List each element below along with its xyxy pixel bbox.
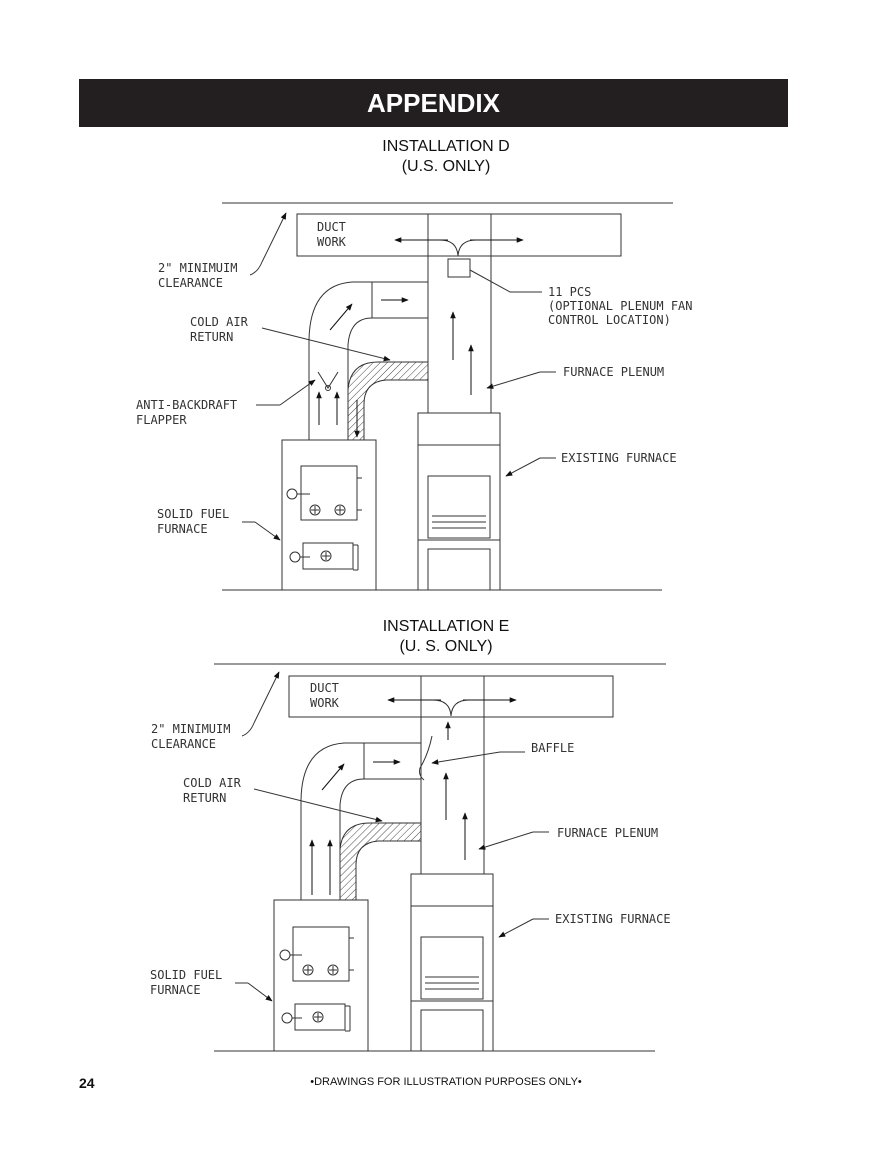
- furnace-plenum: [420, 676, 485, 874]
- installation-e-diagram: DUCT WORK 2" MINIMUIM CLEARANCE COLD AIR…: [150, 663, 671, 1052]
- solid-fuel-furnace: [273, 899, 369, 1052]
- installation-e-heading: INSTALLATION E: [382, 618, 510, 635]
- cold-air-label-2: RETURN: [183, 791, 226, 805]
- illustration-note: •DRAWINGS FOR ILLUSTRATION PURPOSES ONLY…: [310, 1076, 582, 1088]
- installation-d-subheading: (U.S. ONLY): [401, 158, 491, 175]
- pcs-label-2: (OPTIONAL PLENUM FAN: [548, 299, 693, 313]
- appendix-title: APPENDIX: [367, 88, 500, 118]
- clearance-label-2: CLEARANCE: [151, 737, 216, 751]
- clearance-label-1: 2" MINIMUIM: [151, 722, 230, 736]
- solid-fuel-label-1: SOLID FUEL: [150, 968, 222, 982]
- baffle-label: BAFFLE: [531, 741, 574, 755]
- cold-air-return-duct: [308, 281, 428, 440]
- cold-air-return-duct: [300, 742, 421, 900]
- split-flow-arrows: [439, 239, 477, 257]
- flapper-label-2: FLAPPER: [136, 413, 187, 427]
- installation-d-title: INSTALLATION D (U.S. ONLY): [0, 137, 892, 177]
- insulation-hatch: [347, 361, 429, 441]
- appendix-banner: APPENDIX: [79, 79, 788, 127]
- duct-work-label-1: DUCT: [310, 681, 339, 695]
- existing-furnace-label: EXISTING FURNACE: [561, 451, 677, 465]
- split-flow-arrows: [432, 699, 470, 717]
- pcs-label-1: 11 PCS: [548, 285, 591, 299]
- installation-e-title: INSTALLATION E (U. S. ONLY): [0, 617, 892, 657]
- clearance-label-2: CLEARANCE: [158, 276, 223, 290]
- cold-air-label-1: COLD AIR: [183, 776, 242, 790]
- duct-work-label-1: DUCT: [317, 220, 346, 234]
- installation-d-heading: INSTALLATION D: [382, 138, 510, 155]
- furnace-plenum: [427, 214, 492, 413]
- baffle: [419, 735, 433, 781]
- duct-work: [296, 213, 622, 257]
- duct-work-label-2: WORK: [310, 696, 340, 710]
- existing-furnace: [417, 412, 501, 591]
- installation-d-diagram: DUCT WORK 2" MINIMUIM CLEARANCE COLD AIR…: [136, 202, 693, 591]
- solid-fuel-furnace: [281, 439, 377, 591]
- solid-fuel-label-2: FURNACE: [150, 983, 201, 997]
- plenum-fan-control-box: [447, 258, 471, 278]
- flapper-label-1: ANTI-BACKDRAFT: [136, 398, 237, 412]
- plenum-label: FURNACE PLENUM: [557, 826, 658, 840]
- pcs-label-3: CONTROL LOCATION): [548, 313, 671, 327]
- cold-air-label-2: RETURN: [190, 330, 233, 344]
- duct-work-label-2: WORK: [317, 235, 347, 249]
- clearance-label-1: 2" MINIMUIM: [158, 261, 237, 275]
- solid-fuel-label-2: FURNACE: [157, 522, 208, 536]
- page-number: 24: [79, 1075, 95, 1091]
- solid-fuel-label-1: SOLID FUEL: [157, 507, 229, 521]
- duct-work: [288, 675, 614, 718]
- existing-furnace-label: EXISTING FURNACE: [555, 912, 671, 926]
- insulation-hatch: [339, 822, 422, 901]
- anti-backdraft-flapper: [317, 371, 339, 389]
- plenum-label: FURNACE PLENUM: [563, 365, 664, 379]
- cold-air-label-1: COLD AIR: [190, 315, 249, 329]
- installation-e-subheading: (U. S. ONLY): [399, 638, 493, 655]
- existing-furnace: [410, 873, 494, 1052]
